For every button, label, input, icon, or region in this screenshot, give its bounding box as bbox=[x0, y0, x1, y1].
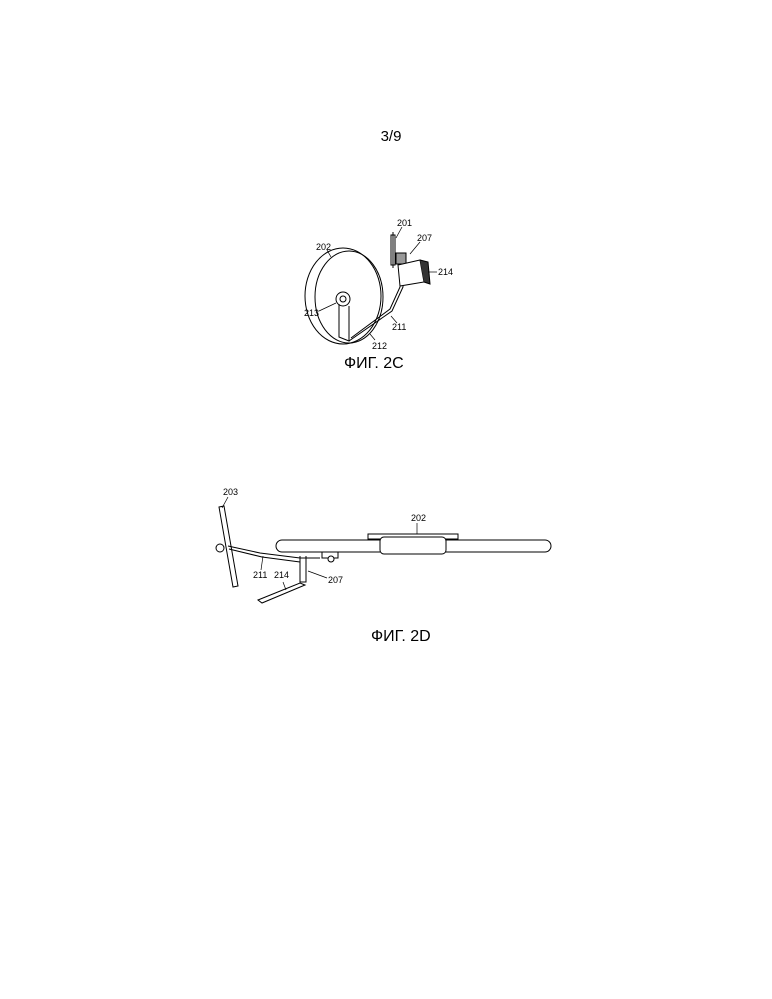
label-202: 202 bbox=[316, 242, 331, 252]
label-201: 201 bbox=[397, 218, 412, 228]
leader-211d bbox=[261, 556, 263, 570]
label-203: 203 bbox=[223, 487, 238, 497]
label-207-d: 207 bbox=[328, 575, 343, 585]
leader-201 bbox=[396, 227, 402, 238]
leader-212 bbox=[370, 334, 375, 340]
label-214: 214 bbox=[438, 267, 453, 277]
box-214 bbox=[398, 260, 424, 286]
label-212: 212 bbox=[372, 341, 387, 351]
label-211-d: 211 bbox=[253, 570, 267, 580]
figure-2d-drawing bbox=[216, 497, 551, 603]
label-214-d: 214 bbox=[274, 570, 289, 580]
bracket-207 bbox=[396, 253, 406, 264]
label-202-d: 202 bbox=[411, 513, 426, 523]
label-207: 207 bbox=[417, 233, 432, 243]
tray-214 bbox=[258, 583, 305, 603]
caption-fig-2d: ФИГ. 2D bbox=[371, 628, 431, 645]
leader-207 bbox=[410, 242, 420, 254]
label-213: 213 bbox=[304, 308, 319, 318]
hub-outer bbox=[336, 292, 350, 306]
leader-203 bbox=[222, 497, 228, 508]
label-211: 211 bbox=[392, 322, 406, 332]
center-hub bbox=[380, 537, 446, 554]
leader-207d bbox=[308, 571, 327, 578]
pivot-203 bbox=[216, 544, 224, 552]
caption-fig-2c: ФИГ. 2C bbox=[344, 355, 404, 372]
bracket-207-d bbox=[300, 556, 306, 582]
bracket-knob bbox=[328, 556, 334, 562]
